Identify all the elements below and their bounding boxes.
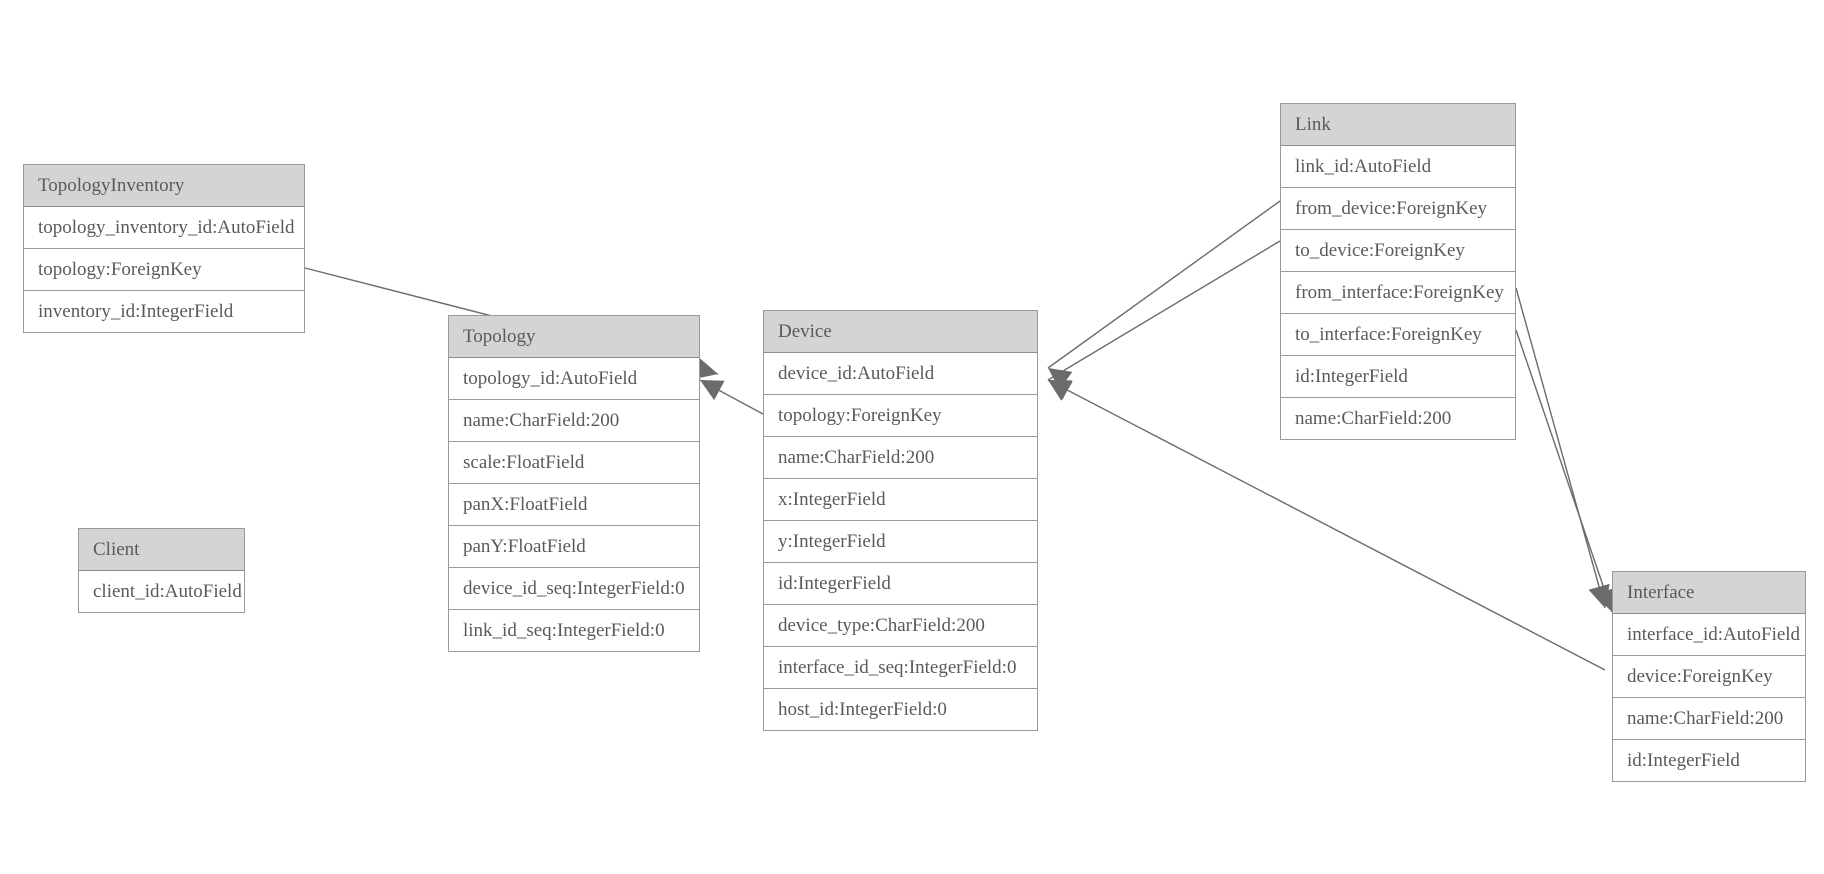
entity-field[interactable]: inventory_id:IntegerField: [24, 291, 304, 332]
entity-field[interactable]: interface_id:AutoField: [1613, 614, 1805, 656]
entity-field[interactable]: name:CharField:200: [764, 437, 1037, 479]
entity-field[interactable]: name:CharField:200: [1281, 398, 1515, 439]
entity-field[interactable]: to_interface:ForeignKey: [1281, 314, 1515, 356]
entity-field[interactable]: id:IntegerField: [764, 563, 1037, 605]
entity-field[interactable]: name:CharField:200: [1613, 698, 1805, 740]
relation-line: [1047, 240, 1281, 381]
entity-field[interactable]: from_device:ForeignKey: [1281, 188, 1515, 230]
entity-title-interface: Interface: [1613, 572, 1805, 614]
entity-field[interactable]: scale:FloatField: [449, 442, 699, 484]
entity-field[interactable]: panY:FloatField: [449, 526, 699, 568]
entity-field[interactable]: link_id_seq:IntegerField:0: [449, 610, 699, 651]
entity-title-device: Device: [764, 311, 1037, 353]
entity-field[interactable]: topology_inventory_id:AutoField: [24, 207, 304, 249]
entity-field[interactable]: to_device:ForeignKey: [1281, 230, 1515, 272]
relation-arrowhead-icon: [1048, 380, 1073, 401]
relation-link-to_device: [1047, 240, 1281, 401]
relation-line: [699, 379, 764, 415]
entity-title-topology: Topology: [449, 316, 699, 358]
entity-field[interactable]: id:IntegerField: [1281, 356, 1515, 398]
entity-field[interactable]: panX:FloatField: [449, 484, 699, 526]
entity-field[interactable]: device_id_seq:IntegerField:0: [449, 568, 699, 610]
relation-arrowhead-icon: [1048, 380, 1073, 400]
entity-field[interactable]: interface_id_seq:IntegerField:0: [764, 647, 1037, 689]
relation-line: [1047, 200, 1281, 369]
relation-line: [1515, 287, 1606, 609]
entity-field[interactable]: device_type:CharField:200: [764, 605, 1037, 647]
entity-field[interactable]: name:CharField:200: [449, 400, 699, 442]
entity-field[interactable]: link_id:AutoField: [1281, 146, 1515, 188]
entity-field[interactable]: from_interface:ForeignKey: [1281, 272, 1515, 314]
entity-field[interactable]: topology:ForeignKey: [764, 395, 1037, 437]
entity-field[interactable]: id:IntegerField: [1613, 740, 1805, 781]
entity-field[interactable]: device:ForeignKey: [1613, 656, 1805, 698]
relation-link-from_device: [1047, 200, 1281, 390]
entity-field[interactable]: client_id:AutoField: [79, 571, 244, 612]
entity-field[interactable]: y:IntegerField: [764, 521, 1037, 563]
entity-field[interactable]: host_id:IntegerField:0: [764, 689, 1037, 730]
entity-title-topology_inventory: TopologyInventory: [24, 165, 304, 207]
relation-arrowhead-icon: [1048, 368, 1073, 390]
relation-link-to_interface: [1515, 329, 1616, 613]
relation-device-topology: [699, 379, 764, 415]
entity-title-client: Client: [79, 529, 244, 571]
relation-line: [1515, 329, 1613, 613]
entity-field[interactable]: x:IntegerField: [764, 479, 1037, 521]
entity-field[interactable]: topology:ForeignKey: [24, 249, 304, 291]
entity-field[interactable]: device_id:AutoField: [764, 353, 1037, 395]
entity-field[interactable]: topology_id:AutoField: [449, 358, 699, 400]
relation-link-from_interface: [1515, 287, 1610, 609]
entity-title-link: Link: [1281, 104, 1515, 146]
